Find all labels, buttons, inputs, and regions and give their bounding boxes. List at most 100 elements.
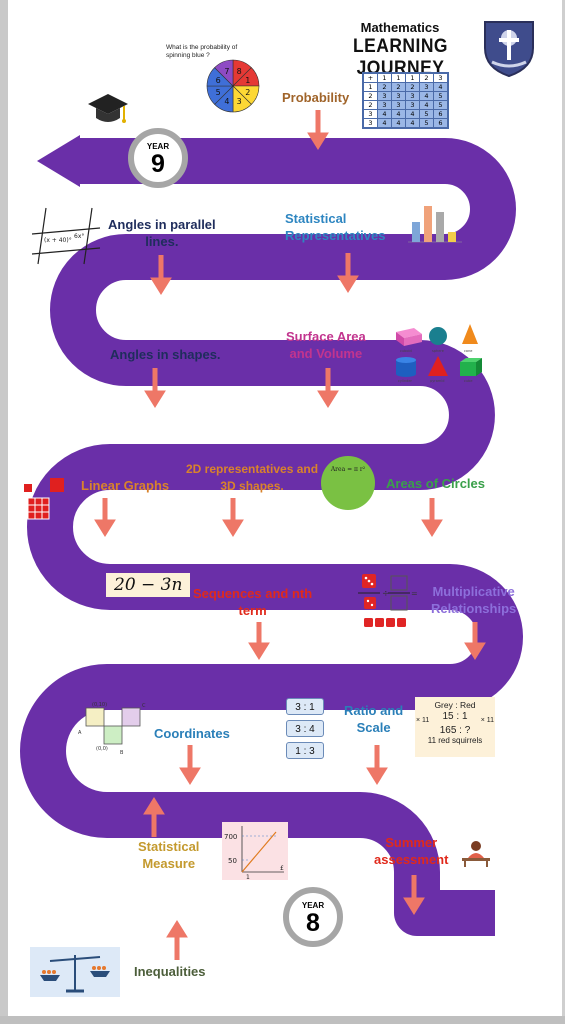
- arrow-down: [248, 622, 270, 660]
- page-border-right: [562, 0, 565, 1024]
- ratio-box: 1 : 3: [286, 742, 324, 759]
- table-cell: 4: [405, 118, 420, 128]
- table-cell: 2: [419, 73, 434, 83]
- cube-icon: [460, 358, 482, 376]
- grey-red-top: 15 : 1: [442, 711, 468, 722]
- topic-line: Measure: [142, 856, 196, 871]
- topic-line: 3D shapes.: [220, 479, 284, 493]
- table-cell: +: [363, 73, 378, 83]
- topic-line: Summer: [385, 835, 438, 850]
- shape-name: sphere: [432, 349, 444, 353]
- school-crest-icon: [484, 21, 534, 78]
- angle-label: (x + 40)°: [44, 237, 72, 244]
- topic-probability: Probability: [282, 90, 350, 105]
- coordinate-label: C: [142, 703, 146, 709]
- table-cell: 6: [433, 109, 448, 119]
- circle-formula: Area = π r²: [330, 466, 366, 473]
- arrow-down: [150, 255, 172, 295]
- pyramid-icon: [428, 356, 448, 376]
- topic-line: Relationships: [431, 601, 517, 616]
- table-cell: 4: [377, 118, 392, 128]
- spinner-number: 3: [237, 97, 242, 106]
- arrow-down: [337, 253, 359, 293]
- table-cell: 3: [363, 109, 378, 119]
- table-cell: 5: [433, 91, 448, 101]
- cylinder-icon: [396, 357, 416, 377]
- spinner-number: 8: [237, 67, 242, 76]
- topic-ratio-and-scale: Ratio and Scale: [344, 702, 403, 736]
- page-border-left: [0, 0, 8, 1024]
- ratio-box: 3 : 4: [286, 720, 324, 737]
- dice-icon: [364, 597, 376, 609]
- arrow-down: [403, 875, 425, 915]
- grey-red-bottom: 165 : ?: [439, 725, 471, 736]
- page-border-bottom: [0, 1016, 565, 1024]
- spinner-question-line: What is the probability of: [166, 44, 238, 51]
- table-cell: 3: [391, 100, 406, 110]
- coordinate-label: (0,10): [92, 702, 107, 708]
- topic-sequences-nth-term: Sequences and nth term: [193, 585, 312, 619]
- shape-name: pyramid: [430, 379, 444, 383]
- spinner-number: 4: [224, 97, 229, 106]
- student-desk-icon: [462, 841, 490, 867]
- arrow-down: [317, 368, 339, 408]
- table-cell: 3: [419, 82, 434, 92]
- dice-icon: [362, 574, 376, 588]
- year-word: YEAR: [301, 901, 325, 910]
- graph-label: 50: [228, 857, 237, 865]
- table-cell: 2: [377, 82, 392, 92]
- topic-line: Statistical: [285, 211, 347, 226]
- table-cell: 5: [419, 109, 434, 119]
- shape-name: cuboid: [400, 349, 412, 353]
- table-cell: 4: [377, 109, 392, 119]
- arrow-down: [222, 498, 244, 537]
- shape-name: cylinder: [398, 379, 413, 383]
- 3d-shapes-picture: cuboid sphere cone cylinder pyramid cube: [396, 324, 482, 383]
- coordinate-label: A: [78, 730, 82, 736]
- road-path: [20, 138, 523, 936]
- spinner-number: 6: [216, 76, 221, 85]
- topic-inequalities: Inequalities: [134, 964, 206, 979]
- table-cell: 2: [405, 82, 420, 92]
- topic-line: and Volume: [289, 346, 363, 361]
- topic-coordinates: Coordinates: [154, 726, 230, 741]
- table-cell: 4: [405, 109, 420, 119]
- topic-line: Scale: [356, 720, 391, 735]
- shape-name: cone: [464, 349, 472, 353]
- table-cell: 1: [405, 73, 420, 83]
- grey-red-ratio-card: Grey : Red 15 : 1 × 11 × 11 165 : ? 11 r…: [415, 697, 495, 757]
- table-cell: 2: [363, 100, 378, 110]
- topic-line: assessment: [374, 852, 449, 867]
- table-cell: 1: [391, 73, 406, 83]
- table-cell: 6: [433, 118, 448, 128]
- topic-line: term: [238, 603, 267, 618]
- bar-chart-thumbnail: [408, 206, 462, 243]
- year-8-badge: YEAR 8: [283, 887, 343, 947]
- spinner-number: 7: [224, 67, 229, 76]
- divide-sign: ÷: [382, 589, 390, 599]
- topic-statistical-representatives: Statistical Representatives: [285, 210, 385, 244]
- year-9-badge: YEAR 9: [128, 128, 188, 188]
- sphere-icon: [429, 327, 447, 345]
- topic-line: Ratio and: [344, 703, 404, 718]
- spinner-question-line: spinning blue ?: [166, 52, 210, 59]
- topic-areas-of-circles: Areas of Circles: [386, 476, 485, 491]
- arrow-down: [179, 745, 201, 785]
- year-number: 8: [306, 909, 320, 937]
- table-cell: 3: [405, 91, 420, 101]
- dice-fraction-picture: ÷ =: [358, 574, 418, 627]
- sequence-formula: 20 − 3n: [106, 573, 191, 597]
- angle-label: 6x°: [74, 233, 84, 240]
- topic-2d-3d-representatives: 2D representatives and 3D shapes.: [186, 461, 318, 495]
- progress-arrows: [94, 110, 486, 960]
- topic-summer-assessment: Summer assessment: [374, 834, 448, 868]
- spinner-number: 2: [245, 88, 250, 97]
- balance-scales-picture: [30, 947, 120, 997]
